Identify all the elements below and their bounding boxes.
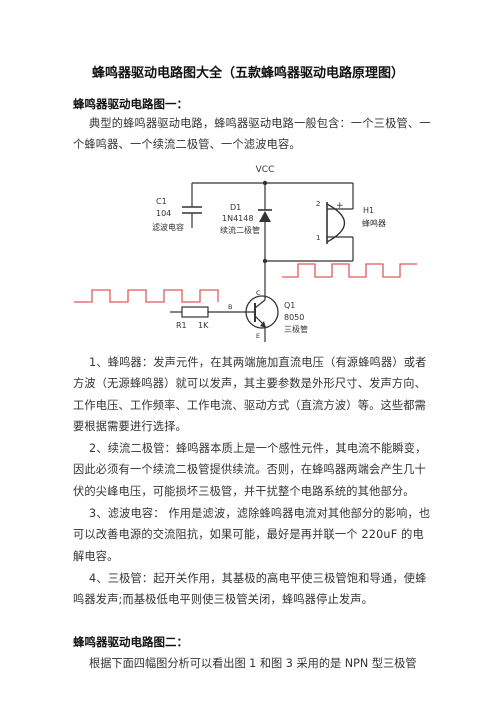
d1-value: 1N4148 [222,214,253,223]
c1-desc: 滤波电容 [152,222,184,232]
buzzer-circuit-diagram: VCC C1 104 滤波电容 D1 1N4148 续流二极管 2 1 + H1… [74,165,417,342]
buzzer-pin-1: 1 [316,234,320,242]
section-heading-2: 蜂鸣器驱动电路图二： [73,635,188,649]
point-4: 4、三极管：起开关作用，其基极的高电平使三极管饱和导通，使蜂鸣器发声;而基极低电… [73,572,427,607]
r1-name: R1 [176,321,187,330]
collector-label: C [256,289,261,297]
h1-name: H1 [363,206,374,215]
d1-diode [259,211,271,222]
buzzer-body [326,203,345,243]
section-heading-1: 蜂鸣器驱动电路图一： [73,97,188,111]
r1-resistor [181,306,209,318]
emitter-label: E [256,332,260,340]
q1-name: Q1 [284,301,295,310]
c1-value: 104 [156,209,171,218]
square-wave-input [74,289,219,303]
point-1: 1、蜂鸣器：发声元件，在其两端施加直流电压（有源蜂鸣器）或者方波（无源蜂鸣器）就… [73,356,427,434]
section2-intro: 根据下面四幅图分析可以看出图 1 和图 3 采用的是 NPN 型三极管 [89,657,417,670]
d1-desc: 续流二极管 [220,225,260,235]
point-3: 3、滤波电容： 作用是滤波，滤除蜂鸣器电流对其他部分的影响，也可以改善电源的交流… [73,507,431,563]
r1-value: 1K [198,321,209,330]
vcc-label: VCC [256,165,275,175]
d1-name: D1 [230,203,241,212]
square-wave-collector [282,263,417,278]
page-title: 蜂鸣器驱动电路图大全（五款蜂鸣器驱动电路原理图） [91,66,404,81]
base-label: B [228,303,232,311]
q1-value: 8050 [284,313,304,322]
q1-desc: 三极管 [284,324,308,334]
c1-name: C1 [156,197,167,206]
h1-desc: 蜂鸣器 [362,218,386,228]
point-2: 2、续流二极管：蜂鸣器本质上是一个感性元件，其电流不能瞬变，因此必须有一个续流二… [73,442,427,498]
buzzer-pin-2: 2 [316,200,320,208]
buzzer-plus: + [336,201,344,211]
section1-intro: 典型的蜂鸣器驱动电路，蜂鸣器驱动电路一般包含：一个三极管、一个蜂鸣器、一个续流二… [73,117,431,152]
